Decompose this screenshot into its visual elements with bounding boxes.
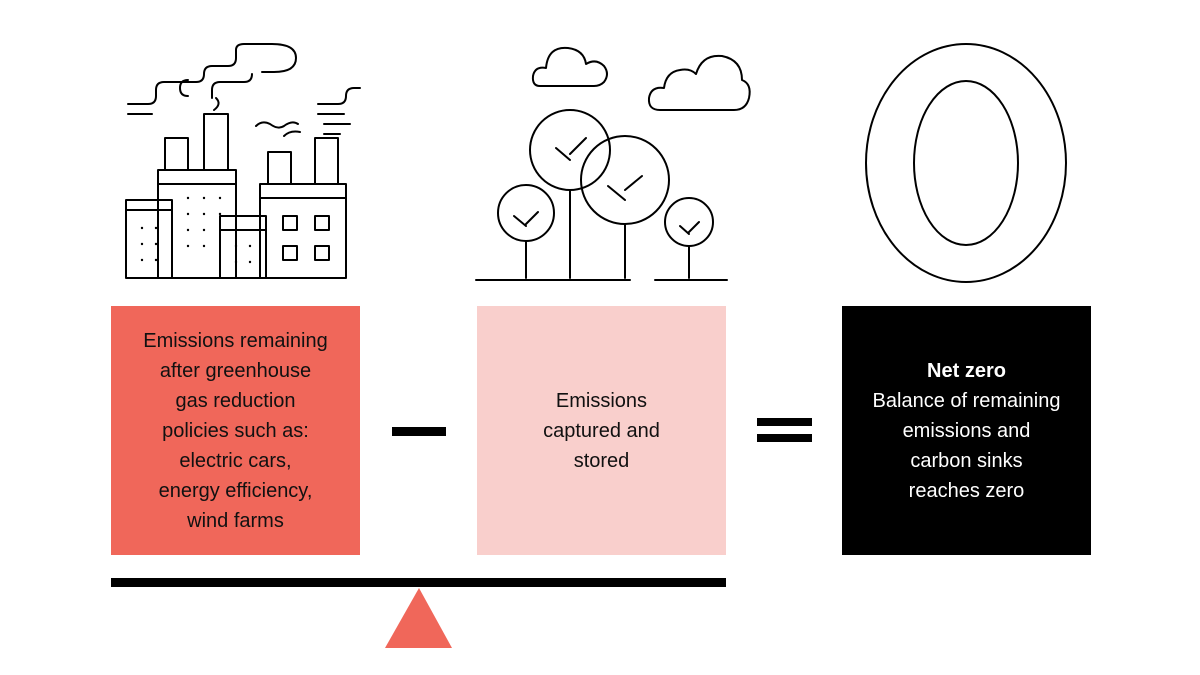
factory-icon — [125, 43, 361, 279]
minus-sign — [392, 427, 446, 436]
factory-windows-dots — [140, 196, 252, 264]
fulcrum-triangle — [385, 588, 452, 648]
emissions-remaining-box: Emissions remaining after greenhouse gas… — [111, 306, 360, 555]
emissions-captured-box: Emissions captured and stored — [477, 306, 726, 555]
cloud-right — [647, 54, 751, 111]
balance-beam — [111, 578, 726, 587]
net-zero-text: Balance of remaining emissions and carbo… — [872, 389, 1061, 502]
equals-sign-top — [757, 418, 812, 426]
forest-icon — [475, 46, 751, 281]
emissions-remaining-text: Emissions remaining after greenhouse gas… — [143, 329, 328, 532]
net-zero-title: Net zero — [927, 359, 1006, 382]
cloud-left — [531, 46, 608, 87]
emissions-captured-text: Emissions captured and stored — [543, 389, 660, 472]
net-zero-box: Net zero Balance of remaining emissions … — [842, 306, 1091, 555]
zero-icon — [865, 43, 1067, 283]
equals-sign-bottom — [757, 434, 812, 442]
